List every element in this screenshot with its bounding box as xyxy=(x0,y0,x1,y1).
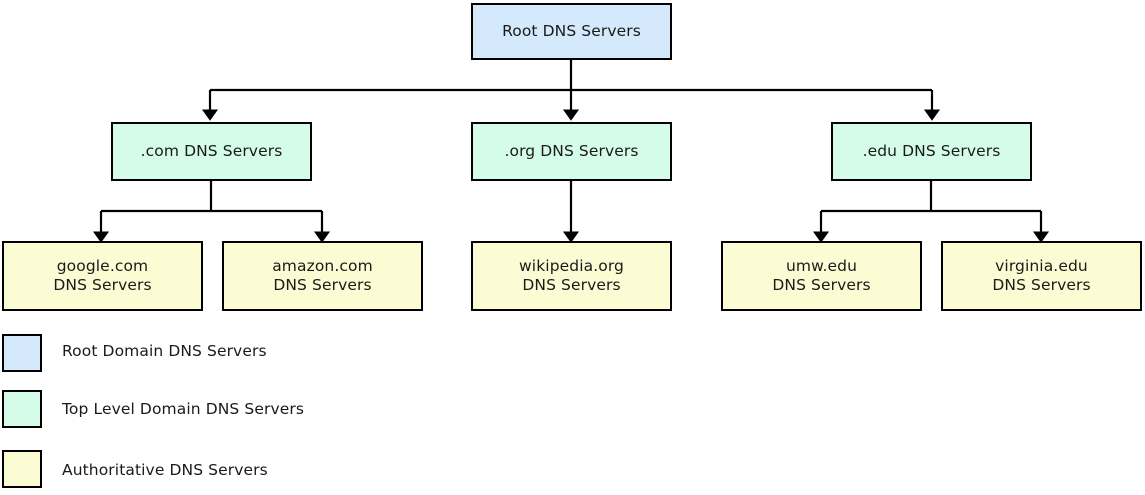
node-amazon-com-dns-servers[interactable]: amazon.com DNS Servers xyxy=(222,241,423,311)
edge-edu-to-children xyxy=(812,181,1050,243)
legend-label-tld: Top Level Domain DNS Servers xyxy=(62,400,304,418)
legend-swatch-authoritative xyxy=(2,450,42,488)
node-virginia-edu-dns-servers[interactable]: virginia.edu DNS Servers xyxy=(941,241,1142,311)
legend-label-authoritative: Authoritative DNS Servers xyxy=(62,461,268,479)
legend-swatch-tld xyxy=(2,390,42,428)
legend-swatch-root xyxy=(2,334,42,372)
node-wikipedia-org-dns-servers[interactable]: wikipedia.org DNS Servers xyxy=(471,241,672,311)
edge-root-to-tlds xyxy=(201,60,941,121)
node-edu-dns-servers[interactable]: .edu DNS Servers xyxy=(831,122,1032,181)
node-com-dns-servers[interactable]: .com DNS Servers xyxy=(111,122,312,181)
edge-com-to-children xyxy=(92,181,331,243)
node-root-dns-servers[interactable]: Root DNS Servers xyxy=(471,3,672,60)
node-umw-edu-dns-servers[interactable]: umw.edu DNS Servers xyxy=(721,241,922,311)
node-org-dns-servers[interactable]: .org DNS Servers xyxy=(471,122,672,181)
legend-label-root: Root Domain DNS Servers xyxy=(62,342,267,360)
node-google-com-dns-servers[interactable]: google.com DNS Servers xyxy=(2,241,203,311)
